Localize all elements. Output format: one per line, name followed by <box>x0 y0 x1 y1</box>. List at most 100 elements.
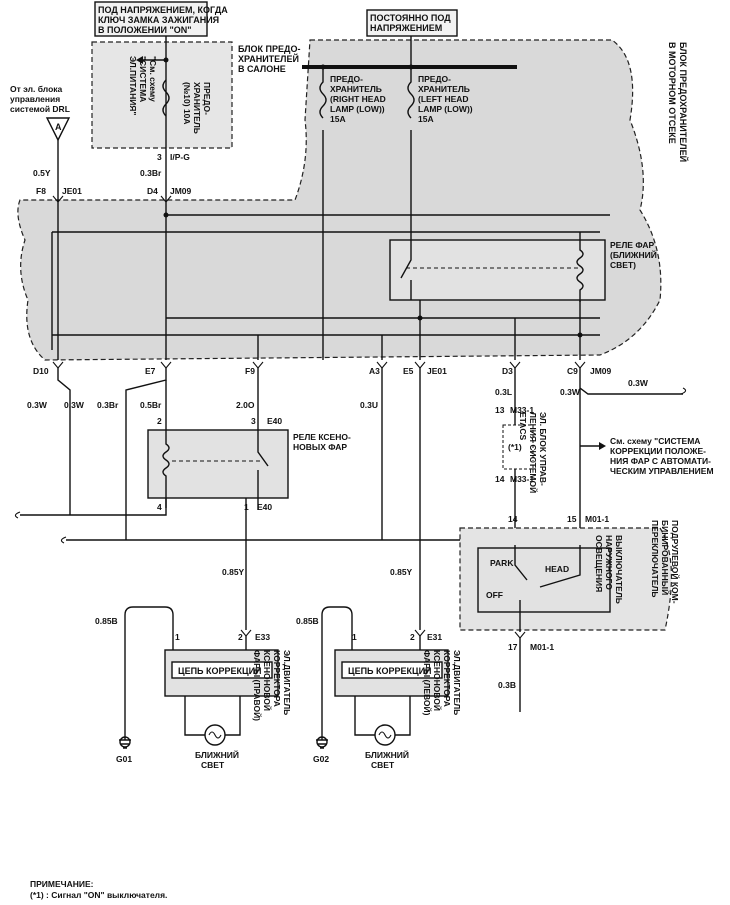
connector-label: M33-1 <box>510 474 534 484</box>
park-label: PARK <box>490 558 514 568</box>
connector-chevron <box>414 629 426 637</box>
connector-label: E40 <box>257 502 272 512</box>
connector-label: E5 <box>403 366 414 376</box>
pin-label: 17 <box>508 642 518 652</box>
left-motor-1: ЭЛ.ДВИГАТЕЛЬ <box>452 650 462 715</box>
left-low-beam-label: БЛИЖНИЙ <box>365 749 409 760</box>
salon-fuse-label: БЛОК ПРЕДО- <box>238 44 300 54</box>
right-lamp-wire <box>184 696 241 736</box>
ground-label: G01 <box>116 754 132 764</box>
switch-label-2: НАРУЖНОГО <box>604 535 614 590</box>
connector-label: E31 <box>427 632 442 642</box>
ground-terminal-icon <box>119 736 131 748</box>
wire-label: 0.3Br <box>97 400 119 410</box>
relay-switch <box>400 240 412 300</box>
connector-label: JM09 <box>170 186 192 196</box>
connector-label: E7 <box>145 366 156 376</box>
auto-label-2: КОРРЕКЦИИ ПОЛОЖЕ- <box>610 446 706 456</box>
ign-label: ПОД НАПРЯЖЕНИЕМ, КОГДА <box>98 5 228 15</box>
combo-switch-label: ПОДРУЛЕВОЙ КОМ- БИНИРОВАННЫЙ ПЕРЕКЛЮЧАТЕ… <box>650 520 681 604</box>
connector-chevron <box>160 361 172 369</box>
fuse-r-1: ПРЕДО- <box>330 74 363 84</box>
left-corr-ground-wire <box>321 606 353 740</box>
wire-break-icon <box>14 511 21 519</box>
pin-label: 15 <box>567 514 577 524</box>
connector-label: JE01 <box>427 366 447 376</box>
combo-label-2: БИНИРОВАННЫЙ <box>660 520 671 595</box>
off-label: OFF <box>486 590 503 600</box>
ign-label-2: КЛЮЧ ЗАМКА ЗАЖИГАНИЯ <box>98 15 219 25</box>
salon-fuse-name-2: ХРАНИТЕЛЬ <box>192 82 202 134</box>
pin-label: 4 <box>157 502 162 512</box>
connector-label: A3 <box>369 366 380 376</box>
wire-label: 0.5Y <box>33 168 51 178</box>
wire-label: 0.3Br <box>140 168 162 178</box>
connector-label: JE01 <box>62 186 82 196</box>
connector-label: M33-1 <box>510 405 534 415</box>
xenon-relay-coil <box>162 430 170 508</box>
see-system-3: ЭЛ.ПИТАНИЯ" <box>128 56 138 115</box>
switch-label-3: ОСВЕЩЕНИЯ <box>594 535 604 592</box>
fuse-symbol <box>162 79 170 117</box>
etacs-label-3: ETACS <box>518 412 528 441</box>
salon-fuse-name-1: ПРЕДО- <box>202 82 212 115</box>
note-title: ПРИМЕЧАНИЕ: <box>30 879 94 889</box>
connector-label: M01-1 <box>585 514 609 524</box>
fuse-l-3: (LEFT HEAD <box>418 94 469 104</box>
connector-label: M01-1 <box>530 642 554 652</box>
fuse-right-symbol <box>319 67 327 119</box>
connector-label: D10 <box>33 366 49 376</box>
right-motor-3: КСЕНОНОВОЙ <box>262 650 273 711</box>
lamp-filament-icon <box>378 731 392 739</box>
wire-label: 2.0O <box>236 400 255 410</box>
const-label: ПОСТОЯННО ПОД <box>370 13 451 23</box>
d10-wire <box>57 368 71 515</box>
fuse-l-2: ХРАНИТЕЛЬ <box>418 84 470 94</box>
wire-label: 0.3W <box>560 387 581 397</box>
see-power-system-label: "См. схему "СИСТЕМА ЭЛ.ПИТАНИЯ" <box>128 56 158 115</box>
wire-label: 0.5Br <box>140 400 162 410</box>
ign-label-3: В ПОЛОЖЕНИИ "ON" <box>98 25 192 35</box>
right-motor-2: КОРРЕКТОРА <box>272 650 282 707</box>
etacs-label-2: ЛЕНИЯ СИСТЕМОЙ <box>528 412 539 493</box>
xenon-relay <box>147 429 289 499</box>
right-corr-ground-wire <box>124 606 174 740</box>
connector-label: I/P-G <box>170 152 190 162</box>
ground-label: G02 <box>313 754 329 764</box>
fuse-r-5: 15A <box>330 114 346 124</box>
xenon-relay-label: РЕЛЕ КСЕНО- <box>293 432 351 442</box>
pin-label: 14 <box>508 514 518 524</box>
fuse-l-1: ПРЕДО- <box>418 74 451 84</box>
right-low-beam-label-2: СВЕТ <box>201 760 225 770</box>
lamp-filament-icon <box>208 731 222 739</box>
pin-label: 2 <box>157 416 162 426</box>
auto-label-4: ЧЕСКИМ УПРАВЛЕНИЕМ <box>610 466 714 476</box>
right-low-beam-label: БЛИЖНИЙ <box>195 749 239 760</box>
drl-label-2: управления <box>10 94 60 104</box>
ground-terminal-icon <box>316 736 328 748</box>
salon-fuse-box-zone <box>91 41 233 149</box>
connector-label: E40 <box>267 416 282 426</box>
pin-label: 3 <box>251 416 256 426</box>
wire-label: 0.85B <box>95 616 118 626</box>
etacs-box <box>502 424 534 470</box>
xenon-relay-switch <box>257 430 269 510</box>
fuse-left-symbol <box>407 67 415 119</box>
etacs-label: ЭЛ. БЛОК УПРАВ- ЛЕНИЯ СИСТЕМОЙ ETACS <box>518 412 548 493</box>
pin-label: 2 <box>238 632 243 642</box>
pin-label: 2 <box>410 632 415 642</box>
xenon-ground-wire <box>20 498 167 516</box>
note-text: (*1) : Сигнал "ON" выключателя. <box>30 890 167 900</box>
wire-label: 0.3B <box>498 680 516 690</box>
drl-label-1: От эл. блока <box>10 84 63 94</box>
right-corr-circuit-box <box>171 661 273 679</box>
see-system-1: "См. схему <box>148 56 158 102</box>
head-label: HEAD <box>545 564 569 574</box>
right-motor-1: ЭЛ.ДВИГАТЕЛЬ <box>282 650 292 715</box>
connector-label: F8 <box>36 186 46 196</box>
combo-label-1: ПОДРУЛЕВОЙ КОМ- <box>670 520 681 604</box>
pin-label: 1 <box>352 632 357 642</box>
light-switch <box>477 547 611 613</box>
connector-label: F9 <box>245 366 255 376</box>
constant-label-box <box>366 9 458 37</box>
